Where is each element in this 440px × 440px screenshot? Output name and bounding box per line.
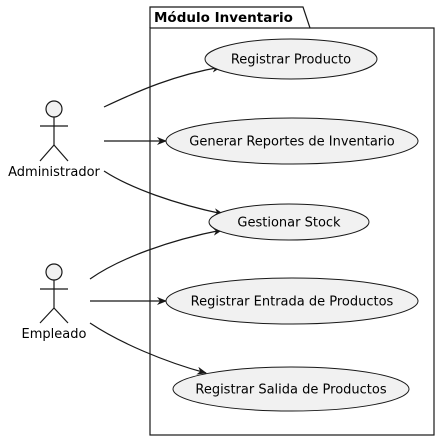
package-title: Módulo Inventario: [154, 10, 293, 26]
use-case-label: Registrar Entrada de Productos: [191, 295, 394, 310]
package-modulo-inventario: Módulo Inventario: [149, 6, 435, 436]
association-empleado-registrar-salida: [89, 322, 207, 375]
association-empleado-gestionar-stock: [89, 227, 223, 280]
package-tab: [149, 6, 311, 29]
use-case-gestionar-stock: Gestionar Stock: [208, 203, 370, 241]
use-case-registrar-entrada: Registrar Entrada de Productos: [165, 277, 419, 325]
actor-administrador: Administrador: [8, 100, 101, 180]
use-case-label: Gestionar Stock: [237, 216, 341, 231]
actor-label: Administrador: [8, 165, 100, 180]
use-case-registrar-producto: Registrar Producto: [204, 38, 378, 80]
stick-figure-icon: [39, 100, 69, 162]
stick-figure-icon: [39, 263, 69, 324]
use-case-label: Registrar Producto: [231, 53, 351, 68]
association-admin-registrar-producto: [103, 64, 222, 108]
actor-label: Empleado: [22, 327, 87, 342]
use-case-generar-reportes: Generar Reportes de Inventario: [165, 117, 419, 165]
actor-empleado: Empleado: [22, 263, 87, 342]
association-admin-gestionar-stock: [103, 170, 224, 217]
package-body: [149, 27, 435, 436]
use-case-registrar-salida: Registrar Salida de Productos: [172, 366, 410, 412]
associations: [89, 64, 224, 375]
use-case-label: Registrar Salida de Productos: [195, 383, 386, 398]
use-case-label: Generar Reportes de Inventario: [189, 135, 395, 150]
